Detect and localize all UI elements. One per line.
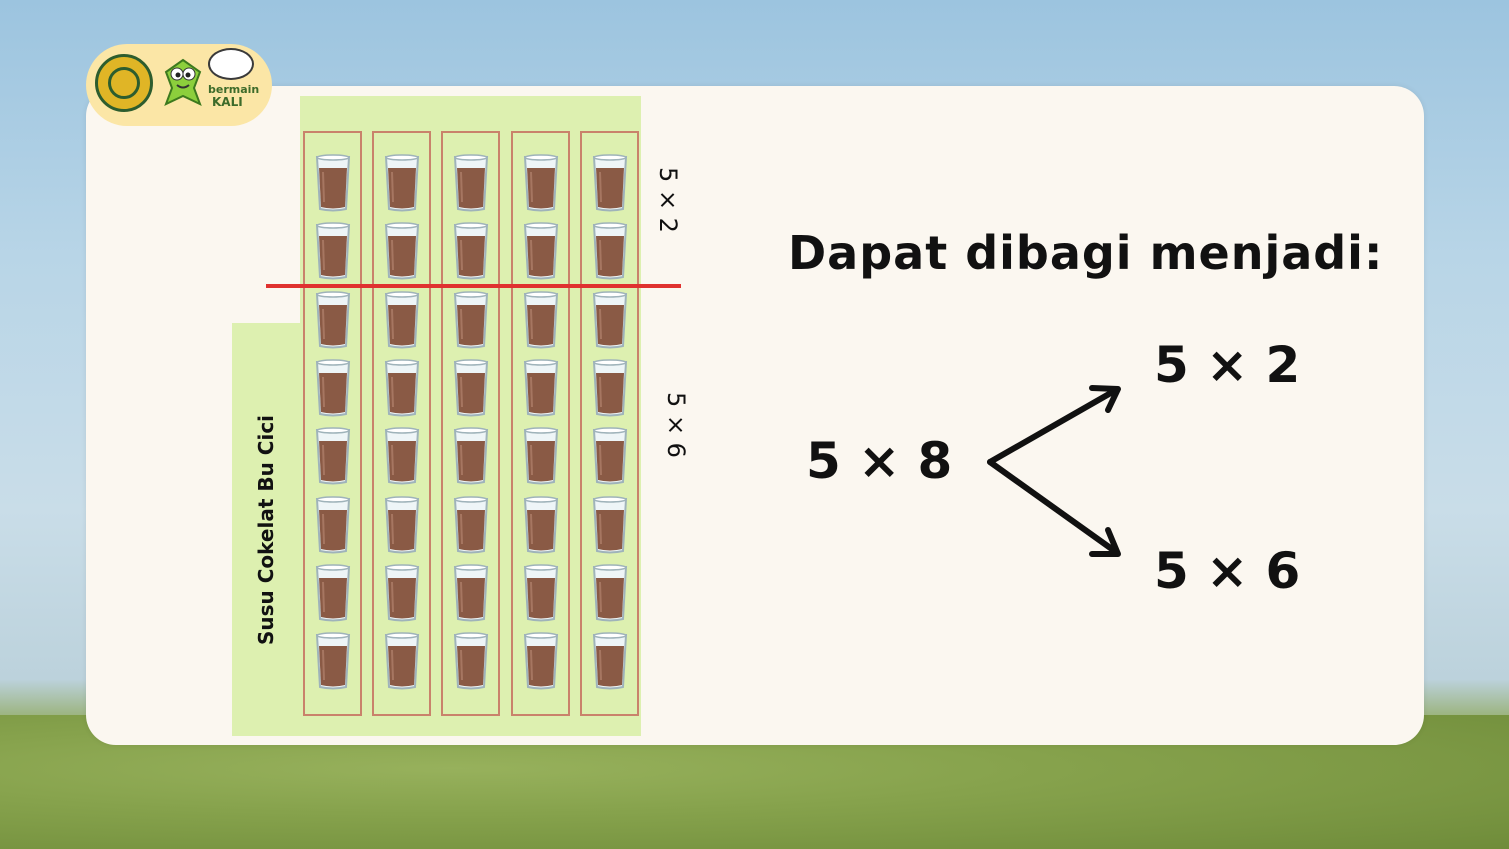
ministry-emblem-icon: [95, 54, 153, 112]
bottom-group-label: 5 × 6: [662, 392, 690, 458]
grid-side-label: Susu Cokelat Bu Cici: [254, 414, 278, 646]
chocolate-milk-glass-icon: [315, 359, 351, 417]
chocolate-milk-glass-icon: [523, 222, 559, 280]
chocolate-milk-glass-icon: [592, 496, 628, 554]
glass-column: [372, 131, 431, 716]
chocolate-milk-glass-icon: [453, 564, 489, 622]
chocolate-milk-glass-icon: [523, 564, 559, 622]
chocolate-milk-glass-icon: [592, 359, 628, 417]
chocolate-milk-glass-icon: [315, 154, 351, 212]
logo-text-line1: bermain: [208, 83, 260, 96]
glass-column: [303, 131, 362, 716]
chocolate-milk-glass-icon: [453, 291, 489, 349]
bottom-result-expression: 5 × 6: [1154, 542, 1301, 600]
chocolate-milk-glass-icon: [523, 496, 559, 554]
glass-column: [580, 131, 639, 716]
source-expression: 5 × 8: [806, 432, 953, 490]
chocolate-milk-glass-icon: [315, 222, 351, 280]
split-arrows: [987, 385, 1121, 557]
arrow-up-icon: [987, 385, 1121, 465]
chocolate-milk-glass-icon: [592, 222, 628, 280]
chocolate-milk-glass-icon: [384, 222, 420, 280]
chocolate-milk-glass-icon: [453, 359, 489, 417]
chocolate-milk-glass-icon: [592, 632, 628, 690]
chocolate-milk-glass-icon: [523, 291, 559, 349]
chocolate-milk-glass-icon: [453, 222, 489, 280]
chocolate-milk-glass-icon: [453, 496, 489, 554]
thought-bubble-icon: [208, 48, 254, 80]
logo-text-line2: KALI: [212, 95, 243, 109]
chocolate-milk-glass-icon: [384, 359, 420, 417]
chocolate-milk-glass-icon: [523, 154, 559, 212]
chocolate-milk-glass-icon: [315, 632, 351, 690]
chocolate-milk-glass-icon: [384, 291, 420, 349]
top-group-label: 5 × 2: [654, 167, 682, 233]
top-result-expression: 5 × 2: [1154, 336, 1301, 394]
chocolate-milk-glass-icon: [453, 154, 489, 212]
chocolate-milk-glass-icon: [592, 427, 628, 485]
chocolate-milk-glass-icon: [523, 359, 559, 417]
chocolate-milk-glass-icon: [523, 427, 559, 485]
chocolate-milk-glass-icon: [592, 564, 628, 622]
chocolate-milk-glass-icon: [315, 291, 351, 349]
grid-top-panel: [300, 96, 641, 132]
chocolate-milk-glass-icon: [315, 564, 351, 622]
chocolate-milk-glass-icon: [384, 564, 420, 622]
mascot-icon: [164, 58, 202, 106]
chocolate-milk-glass-icon: [315, 427, 351, 485]
heading: Dapat dibagi menjadi:: [788, 226, 1384, 280]
arrow-down-icon: [987, 459, 1121, 557]
chocolate-milk-glass-icon: [453, 427, 489, 485]
chocolate-milk-glass-icon: [384, 427, 420, 485]
chocolate-milk-glass-icon: [315, 496, 351, 554]
chocolate-milk-glass-icon: [384, 496, 420, 554]
chocolate-milk-glass-icon: [384, 632, 420, 690]
grid-side-panel: [232, 323, 300, 736]
logo-text: bermain KALI: [208, 83, 268, 109]
glass-column: [441, 131, 500, 716]
chocolate-milk-glass-icon: [384, 154, 420, 212]
glass-column: [511, 131, 570, 716]
chocolate-milk-glass-icon: [523, 632, 559, 690]
chocolate-milk-glass-icon: [592, 291, 628, 349]
chocolate-milk-glass-icon: [453, 632, 489, 690]
divider-line: [266, 284, 681, 288]
chocolate-milk-glass-icon: [592, 154, 628, 212]
